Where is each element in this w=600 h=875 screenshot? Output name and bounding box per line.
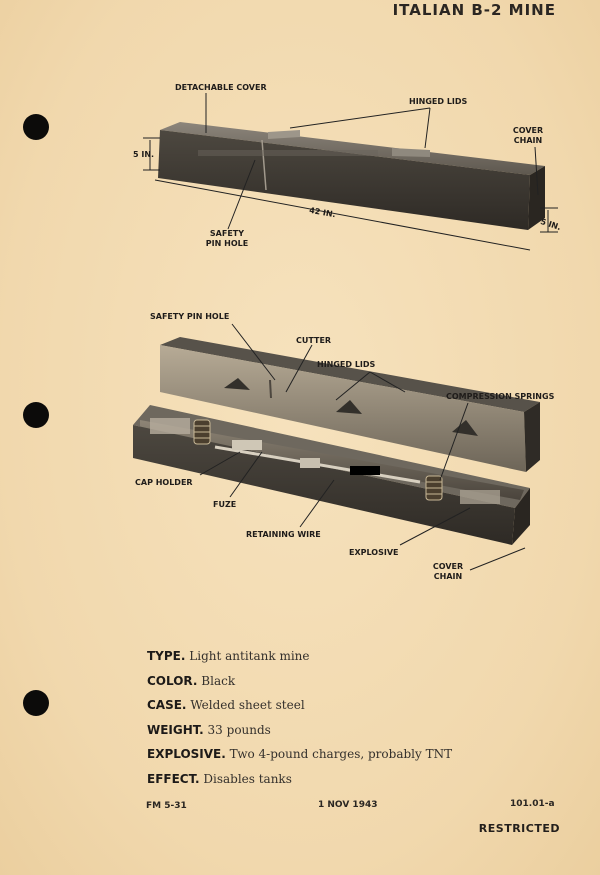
label-cap-holder: CAP HOLDER: [135, 478, 193, 487]
label-retaining-wire: RETAINING WIRE: [246, 530, 321, 539]
label-safety-pin-hole: SAFETY PIN HOLE: [150, 312, 230, 321]
dimension-lines: [143, 137, 558, 251]
spec-key: EXPLOSIVE.: [147, 747, 226, 761]
spec-key: EFFECT.: [147, 771, 200, 786]
footer-manual: FM 5-31: [146, 801, 187, 811]
spec-type: TYPE. Light antitank mine: [147, 649, 452, 674]
footer-page-number: 101.01-a: [510, 799, 555, 809]
label-cover-chain-bottom: COVER CHAIN: [426, 562, 470, 582]
label-cutter: CUTTER: [296, 336, 332, 345]
binder-hole: [23, 690, 49, 716]
spec-key: WEIGHT.: [147, 722, 204, 737]
open-mine-lid: [160, 337, 540, 472]
compression-spring-icon: [193, 419, 443, 501]
spec-case: CASE. Welded sheet steel: [147, 698, 452, 723]
label-compression-springs: COMPRESSION SPRINGS: [446, 392, 555, 401]
spec-key: CASE.: [147, 698, 187, 712]
spec-effect: EFFECT. Disables tanks: [147, 772, 452, 797]
label-safety-pin-line2: PIN HOLE: [205, 239, 249, 248]
spec-value: Light antitank mine: [189, 649, 310, 663]
spec-value: Disables tanks: [203, 771, 292, 786]
spec-value: Black: [201, 673, 236, 688]
label-cover-chain-top: COVER CHAIN: [508, 126, 548, 146]
label-detachable-cover: DETACHABLE COVER: [175, 83, 267, 92]
spec-explosive: EXPLOSIVE. Two 4-pound charges, probably…: [147, 747, 452, 772]
label-hinged-lids-top: HINGED LIDS: [409, 97, 468, 106]
spec-key: COLOR.: [147, 673, 198, 688]
label-explosive: EXPLOSIVE: [349, 548, 399, 557]
label-cover-chain-line2: CHAIN: [433, 572, 463, 581]
closed-mine: [158, 122, 545, 230]
spec-value: Welded sheet steel: [190, 698, 305, 712]
label-cover-chain-line1: COVER: [432, 562, 464, 571]
footer-date: 1 NOV 1943: [318, 800, 378, 810]
label-fuze: FUZE: [213, 500, 237, 509]
spec-list: TYPE. Light antitank mine COLOR. Black C…: [147, 649, 452, 796]
classification-stamp: RESTRICTED: [478, 822, 560, 835]
label-cover-chain-line2: CHAIN: [513, 136, 543, 145]
label-dim-height: 5 IN.: [133, 150, 155, 159]
spec-value: 33 pounds: [207, 722, 271, 737]
label-safety-pin-hole-top: SAFETY PIN HOLE: [204, 229, 250, 249]
page-title: ITALIAN B-2 MINE: [392, 1, 556, 19]
bottom-leader-lines: [199, 323, 526, 571]
label-cover-chain-line1: COVER: [512, 126, 544, 135]
spec-value: Two 4-pound charges, probably TNT: [229, 747, 453, 761]
label-hinged-lids-bottom: HINGED LIDS: [317, 360, 376, 369]
binder-hole: [23, 114, 49, 140]
spec-weight: WEIGHT. 33 pounds: [147, 723, 452, 748]
spec-key: TYPE.: [147, 649, 186, 663]
top-leader-lines: [205, 93, 539, 230]
binder-hole: [23, 402, 49, 428]
spec-color: COLOR. Black: [147, 674, 452, 699]
label-safety-pin-line1: SAFETY: [209, 229, 245, 238]
